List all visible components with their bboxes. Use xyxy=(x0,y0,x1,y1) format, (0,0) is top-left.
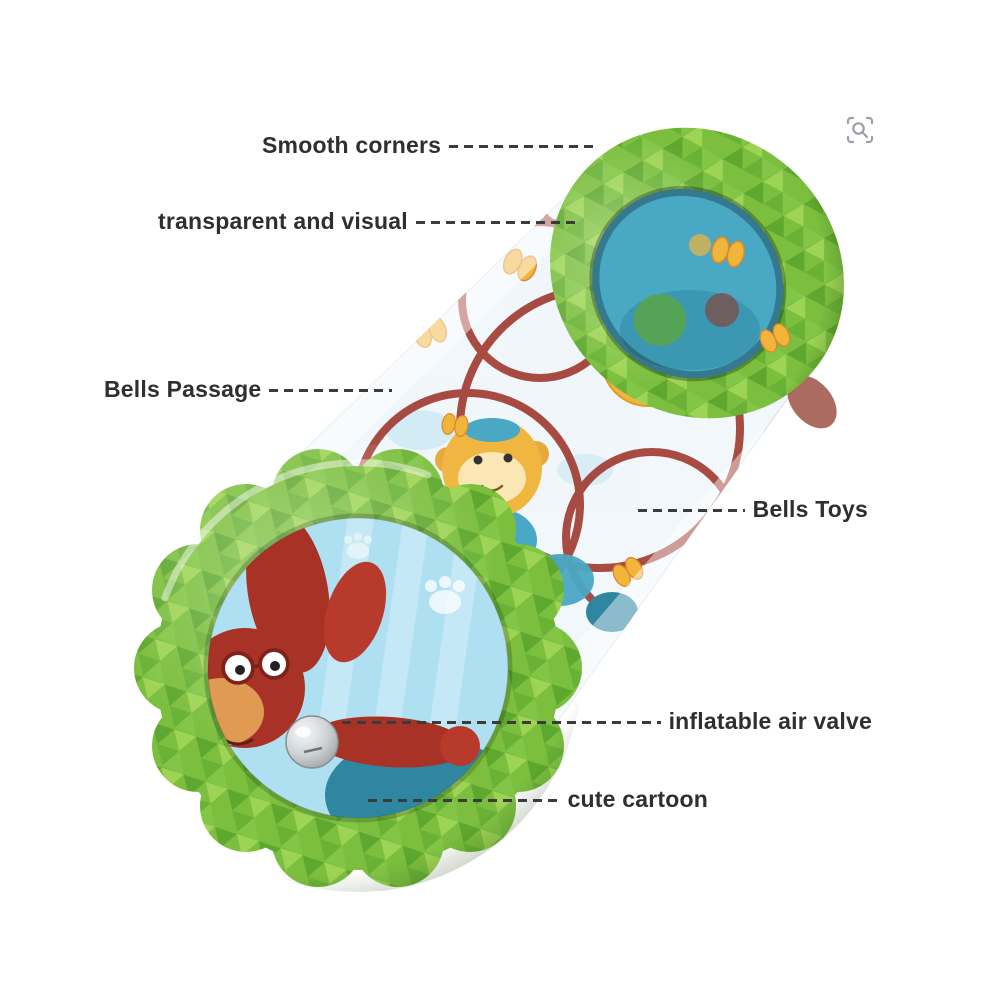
ring-hole-rim xyxy=(589,185,787,382)
annotation-label: Bells Passage xyxy=(104,376,262,402)
leader-line xyxy=(638,509,745,512)
annotation-label: inflatable air valve xyxy=(668,708,872,734)
dog-goggles xyxy=(221,648,290,685)
paw-print xyxy=(344,532,372,560)
annotation-label: Smooth corners xyxy=(262,132,442,158)
print-patch xyxy=(787,375,837,429)
annotation-air-valve: inflatable air valve xyxy=(342,708,872,735)
front-face-crease xyxy=(203,513,513,823)
leader-line xyxy=(269,389,392,392)
annotation-cute-cartoon: cute cartoon xyxy=(368,786,708,813)
annotation-label: cute cartoon xyxy=(567,786,708,812)
leader-line xyxy=(368,799,560,802)
leader-line xyxy=(449,145,598,148)
annotation-label: Bells Toys xyxy=(752,496,868,522)
back-ring-smooth-corner xyxy=(550,127,844,419)
zoom-icon[interactable] xyxy=(842,112,878,148)
paw-print xyxy=(425,576,465,614)
zoom-search-icon xyxy=(846,116,874,144)
annotation-bells-passage: Bells Passage xyxy=(104,376,392,403)
annotation-bells-toys: Bells Toys xyxy=(638,496,868,523)
annotation-smooth-corners: Smooth corners xyxy=(262,132,598,159)
air-valve-bell xyxy=(285,715,339,769)
annotation-label: transparent and visual xyxy=(158,208,408,234)
print-cloud xyxy=(386,410,454,450)
ring-hole-print xyxy=(620,234,760,370)
butterflies-on-ring xyxy=(711,236,791,353)
leader-line xyxy=(415,221,578,224)
ring-highlight xyxy=(161,459,432,602)
annotation-transparent-visual: transparent and visual xyxy=(158,208,578,235)
leader-line xyxy=(342,721,661,724)
